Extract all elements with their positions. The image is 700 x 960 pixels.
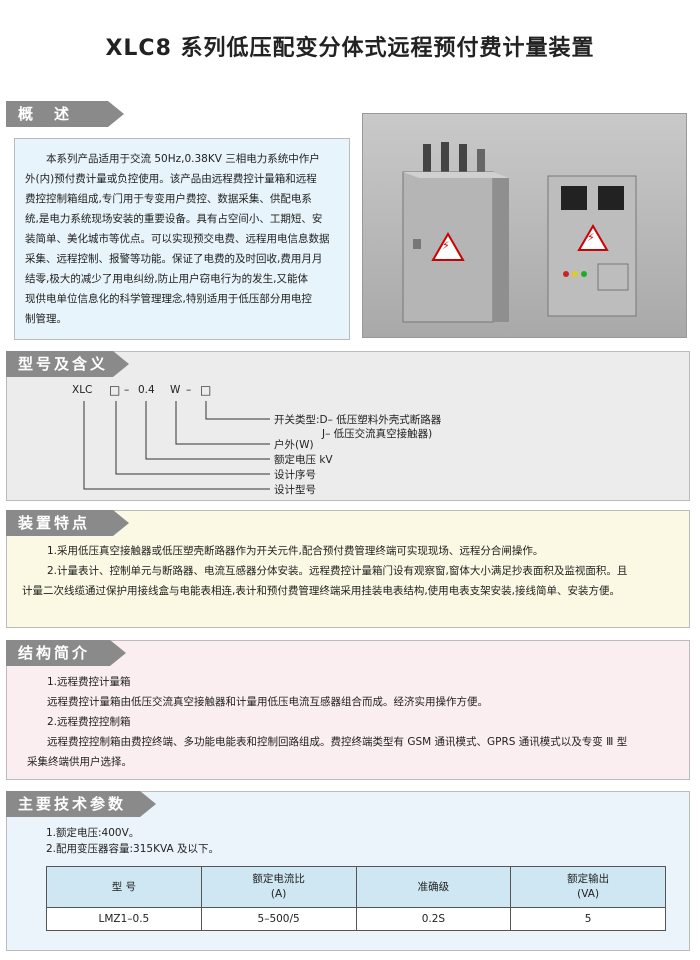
- structure-line: 采集终端供用户选择。: [27, 756, 132, 768]
- model-label-design-model: 设计型号: [274, 484, 316, 496]
- model-code-voltage: 0.4: [138, 384, 155, 396]
- structure-line: 2.远程费控控制箱: [47, 716, 131, 728]
- section-heading-structure: 结构简介: [6, 640, 126, 666]
- model-code-design-slot: □: [109, 383, 121, 397]
- warning-icon: ⚡: [587, 231, 595, 244]
- model-label-voltage: 额定电压 kV: [274, 454, 333, 466]
- model-code-dash: –: [124, 384, 130, 396]
- table-header-output: 额定输出(VA): [510, 866, 666, 908]
- structure-line: 远程费控控制箱由费控终端、多功能电能表和控制回路组成。费控终端类型有 GSM 通…: [47, 736, 628, 748]
- table-cell: 5: [510, 907, 666, 931]
- table-row: LMZ1–0.5 5–500/5 0.2S 5: [46, 907, 666, 931]
- section-heading-params: 主要技术参数: [6, 791, 156, 817]
- param-line: 1.额定电压:400V。: [46, 827, 140, 839]
- model-code-series: XLC: [72, 384, 93, 396]
- table-cell: 5–500/5: [200, 907, 357, 931]
- overview-text: 本系列产品适用于交流 50Hz,0.38KV 三相电力系统中作户 外(内)预付费…: [25, 149, 341, 329]
- table-header-accuracy: 准确级: [355, 866, 512, 908]
- table-cell: LMZ1–0.5: [46, 907, 202, 931]
- feature-item: 1.采用低压真空接触器或低压塑壳断路器作为开关元件,配合预付费管理终端可实现现场…: [47, 545, 544, 557]
- overview-line: 装简单、美化城市等优点。可以实现预交电费、远程用电信息数据: [25, 233, 330, 245]
- model-label-switch-type-j: J– 低压交流真空接触器): [322, 428, 433, 440]
- model-label-outdoor: 户外(W): [274, 439, 314, 451]
- table-header-current-ratio: 额定电流比(A): [200, 866, 357, 908]
- table-header-model: 型 号: [46, 866, 202, 908]
- overview-line: 采集、远程控制、报警等功能。保证了电费的及时回收,费用月月: [25, 253, 323, 265]
- structure-line: 1.远程费控计量箱: [47, 676, 131, 688]
- overview-line: 外(内)预付费计量或负控使用。该产品由远程费控计量箱和远程: [25, 173, 317, 185]
- warning-icon: ⚡: [442, 239, 450, 252]
- table-cell: 0.2S: [355, 907, 512, 931]
- section-heading-model: 型号及含义: [6, 351, 129, 377]
- cabinet-illustration: [402, 142, 637, 323]
- model-code-dash: –: [186, 384, 192, 396]
- section-heading-features: 装置特点: [6, 510, 129, 536]
- overview-line: 制管理。: [25, 313, 67, 325]
- feature-item: 计量二次线缆通过保护用接线盒与电能表相连,表计和预付费管理终端采用挂装电表结构,…: [22, 585, 621, 597]
- section-heading-overview: 概 述: [6, 101, 124, 127]
- table-header-row: 型 号 额定电流比(A) 准确级 额定输出(VA): [46, 866, 666, 908]
- overview-line: 本系列产品适用于交流 50Hz,0.38KV 三相电力系统中作户: [46, 153, 320, 165]
- model-code-switch-slot: □: [200, 383, 212, 397]
- model-label-switch-type: 开关类型:D– 低压塑料外壳式断路器: [274, 414, 442, 426]
- overview-box: 本系列产品适用于交流 50Hz,0.38KV 三相电力系统中作户 外(内)预付费…: [14, 138, 350, 340]
- overview-line: 统,是电力系统现场安装的重要设备。具有占空间小、工期短、安: [25, 213, 323, 225]
- overview-line: 费控控制箱组成,专门用于专变用户费控、数据采集、供配电系: [25, 193, 312, 205]
- overview-line: 现供电单位信息化的科学管理理念,特别适用于低压部分用电控: [25, 293, 312, 305]
- structure-line: 远程费控计量箱由低压交流真空接触器和计量用低压电流互感器组合而成。经济实用操作方…: [47, 696, 488, 708]
- param-line: 2.配用变压器容量:315KVA 及以下。: [46, 843, 220, 855]
- overview-line: 结零,极大的减少了用电纠纷,防止用户窃电行为的发生,又能体: [25, 273, 309, 285]
- params-table: 型 号 额定电流比(A) 准确级 额定输出(VA) LMZ1–0.5 5–500…: [46, 866, 666, 931]
- model-label-design-no: 设计序号: [274, 469, 316, 481]
- feature-item: 2.计量表计、控制单元与断路器、电流互感器分体安装。远程费控计量箱门设有观察窗,…: [47, 565, 628, 577]
- page-title: XLC8 系列低压配变分体式远程预付费计量装置: [105, 36, 595, 61]
- structure-text: 1.远程费控计量箱 远程费控计量箱由低压交流真空接触器和计量用低压电流互感器组合…: [27, 672, 687, 772]
- product-photo: ⚡ ⚡: [362, 113, 687, 338]
- features-text: 1.采用低压真空接触器或低压塑壳断路器作为开关元件,配合预付费管理终端可实现现场…: [22, 541, 682, 601]
- model-code-outdoor: W: [170, 384, 181, 396]
- params-text: 1.额定电压:400V。 2.配用变压器容量:315KVA 及以下。: [46, 825, 219, 857]
- model-connector-lines: [83, 401, 270, 490]
